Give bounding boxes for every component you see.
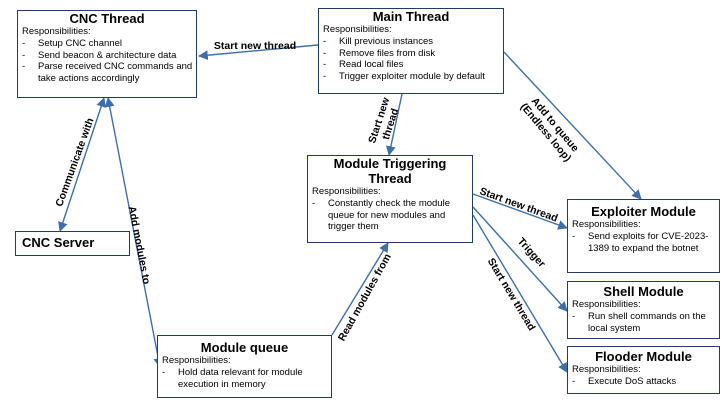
node-title: Module Triggering Thread <box>333 156 447 186</box>
exploiter-module-node: Exploiter Module Responsibilities: Send … <box>567 199 720 273</box>
responsibilities-list: Execute DoS attacks <box>568 376 719 388</box>
shell-module-node: Shell Module Responsibilities: Run shell… <box>567 281 720 339</box>
node-title: Flooder Module <box>595 349 692 364</box>
responsibilities-label: Responsibilities: <box>162 355 231 366</box>
responsibilities-label: Responsibilities: <box>572 219 641 230</box>
flooder-module-node: Flooder Module Responsibilities: Execute… <box>567 346 720 394</box>
edge-trigger-to-flooder <box>472 214 568 373</box>
list-item: Send beacon & architecture data <box>22 50 196 62</box>
node-title: Module queue <box>200 340 289 355</box>
edge-label-cnc-server: Communicate with <box>53 116 96 208</box>
node-title: Main Thread <box>372 9 450 24</box>
responsibilities-label: Responsibilities: <box>22 26 91 37</box>
edge-trigger-to-exploiter <box>472 193 568 230</box>
cnc-thread-node: CNC Thread Responsibilities: Setup CNC c… <box>17 10 197 98</box>
module-queue-node: Module queue Responsibilities: Hold data… <box>157 335 332 398</box>
responsibilities-list: Setup CNC channel Send beacon & architec… <box>18 38 196 84</box>
edge-label-trigger-to-flooder: Start new thread <box>485 256 538 333</box>
edge-main-to-cnc <box>198 44 319 61</box>
responsibilities-label: Responsibilities: <box>312 186 381 197</box>
responsibilities-list: Send exploits for CVE-2023-1389 to expan… <box>568 231 719 254</box>
edge-main-to-trigger <box>386 93 403 156</box>
edge-label-line: Communicate with <box>53 116 96 208</box>
list-item: Read local files <box>323 59 503 71</box>
list-item: Trigger exploiter module by default <box>323 71 503 83</box>
responsibilities-label: Responsibilities: <box>572 299 641 310</box>
node-title: Exploiter Module <box>591 204 696 219</box>
list-item: Constantly check the module queue for ne… <box>312 198 472 233</box>
list-item: Parse received CNC commands and take act… <box>22 61 196 84</box>
node-title: Shell Module <box>603 284 684 299</box>
edge-label-line: Start new thread <box>214 40 296 52</box>
edge-label-trigger-to-shell: Trigger <box>515 235 548 269</box>
responsibilities-label: Responsibilities: <box>572 364 641 375</box>
edge-cnc-to-queue <box>104 97 164 368</box>
edge-label-line: Start new thread <box>478 185 559 224</box>
node-title: CNC Server <box>22 235 95 250</box>
edge-label-queue-read: Read modules from <box>336 252 394 344</box>
list-item: Kill previous instances <box>323 36 503 48</box>
edge-cnc-server <box>58 97 106 232</box>
edge-label-line: Start new thread <box>485 256 538 333</box>
list-item: Setup CNC channel <box>22 38 196 50</box>
edge-label-main-to-cnc: Start new thread <box>214 40 296 52</box>
edge-label-line: Trigger <box>515 235 548 269</box>
module-triggering-node: Module Triggering Thread Responsibilitie… <box>307 155 473 243</box>
list-item: Send exploits for CVE-2023-1389 to expan… <box>572 231 719 254</box>
responsibilities-list: Constantly check the module queue for ne… <box>308 198 472 233</box>
edge-label-line: Read modules from <box>336 252 394 344</box>
edge-label-trigger-to-exploiter: Start new thread <box>478 185 559 224</box>
edge-trigger-to-shell <box>472 206 568 312</box>
main-thread-node: Main Thread Responsibilities: Kill previ… <box>318 8 504 94</box>
responsibilities-list: Hold data relevant for module execution … <box>158 367 331 390</box>
responsibilities-list: Run shell commands on the local system <box>568 311 719 334</box>
list-item: Execute DoS attacks <box>572 376 719 388</box>
list-item: Run shell commands on the local system <box>572 311 719 334</box>
responsibilities-label: Responsibilities: <box>323 24 392 35</box>
edge-label-main-to-trigger: Start newthread <box>366 95 404 148</box>
edge-main-to-exploiter <box>503 51 642 200</box>
edge-label-main-to-exploiter: Add to queue(Endless loop) <box>518 93 583 164</box>
edge-queue-read <box>331 242 389 336</box>
list-item: Hold data relevant for module execution … <box>162 367 331 390</box>
responsibilities-list: Kill previous instances Remove files fro… <box>319 36 503 82</box>
node-title: CNC Thread <box>69 11 145 26</box>
list-item: Remove files from disk <box>323 48 503 60</box>
cnc-server-node: CNC Server <box>15 231 130 256</box>
